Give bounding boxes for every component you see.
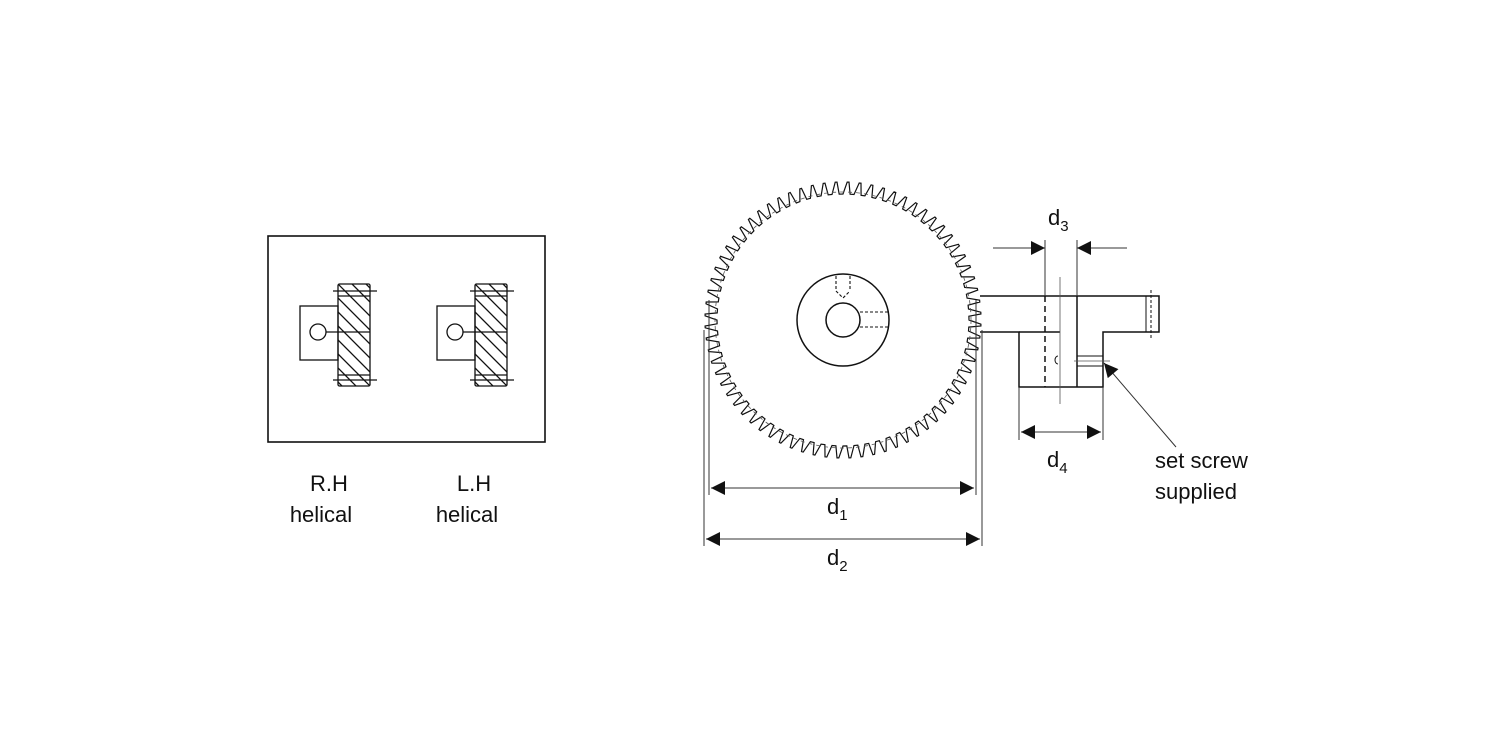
hatch-line <box>475 367 494 386</box>
hatch-line <box>338 284 370 317</box>
hatch-line <box>338 339 370 373</box>
gear-front-view <box>704 181 982 459</box>
helix-direction-panel: R.H helical L.H helical <box>267 228 546 527</box>
hatch-line <box>338 242 370 274</box>
hatch-line <box>475 228 507 260</box>
hatch-line <box>475 381 480 386</box>
hatch-line <box>338 353 370 386</box>
hatch-line <box>475 325 507 359</box>
hatch-line <box>338 396 370 428</box>
set-screw-note-line2: supplied <box>1155 479 1237 504</box>
panel-frame <box>267 235 546 443</box>
hatch-line <box>475 297 507 331</box>
rh-label-line1: R.H <box>310 471 348 496</box>
d4-label: d4 <box>1047 447 1068 477</box>
hatch-line <box>338 367 357 386</box>
hatch-line <box>502 284 507 289</box>
hub-circle <box>796 273 890 367</box>
set-screw-hidden-lines <box>835 276 889 328</box>
hatch-line <box>475 353 507 386</box>
set-screw-note-line1: set screw <box>1155 448 1248 473</box>
rh-label-line2: helical <box>290 502 352 527</box>
lh-label-line2: helical <box>436 502 498 527</box>
root-circle <box>714 191 972 449</box>
hatch-line <box>475 242 507 274</box>
lh-label-line1: L.H <box>457 471 491 496</box>
gear-side-view <box>980 277 1160 404</box>
hatch-line <box>338 311 370 345</box>
hatch-line <box>351 284 370 303</box>
gear-teeth <box>704 181 982 459</box>
hatch-line <box>365 284 370 289</box>
left-hand-gear-icon <box>436 228 514 428</box>
hatch-line <box>338 297 370 331</box>
hatch-line <box>338 325 370 359</box>
d1-label: d1 <box>827 494 848 524</box>
right-hand-gear-icon <box>299 228 377 428</box>
hatch-line <box>475 311 507 345</box>
dimension-lines <box>703 240 1177 546</box>
hatch-line <box>475 339 507 373</box>
hatch-line <box>475 396 507 428</box>
hatch-line <box>488 284 507 303</box>
hatch-line <box>475 284 507 317</box>
set-screw-leader <box>1103 362 1177 448</box>
hatch-line <box>338 228 370 260</box>
bore-circle <box>825 302 861 338</box>
d3-label: d3 <box>1048 205 1069 235</box>
d2-label: d2 <box>827 545 848 575</box>
hatch-line <box>338 381 343 386</box>
